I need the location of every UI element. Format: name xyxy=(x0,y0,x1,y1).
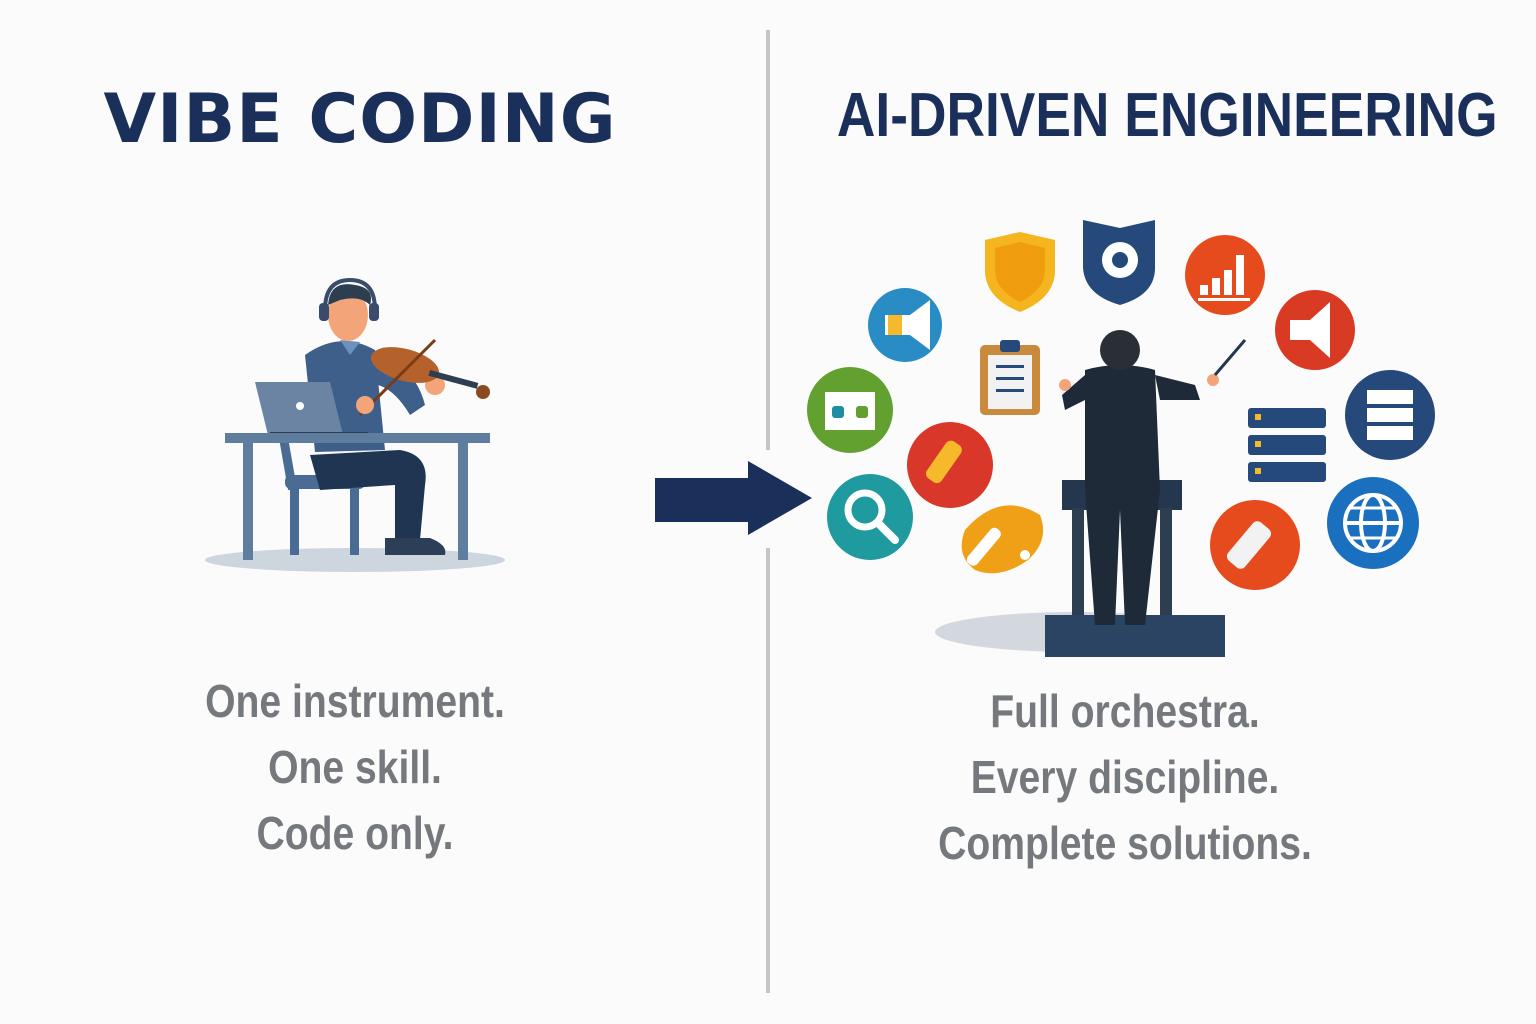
clipboard-icon xyxy=(980,340,1040,415)
calendar-icon xyxy=(807,367,893,453)
megaphone-icon xyxy=(1275,290,1355,370)
gear-shield-icon xyxy=(1083,220,1155,305)
tagline-line: One skill. xyxy=(268,741,442,793)
tagline-line: Code only. xyxy=(256,807,454,859)
server-icon xyxy=(1345,370,1435,460)
list-icon xyxy=(1248,408,1326,482)
tagline-line: Every discipline. xyxy=(970,751,1280,803)
tagline-line: Complete solutions. xyxy=(938,817,1312,869)
center-divider-top xyxy=(766,30,770,450)
shield-icon xyxy=(985,232,1055,312)
violinist-illustration xyxy=(205,277,505,572)
vibe-coding-title: VIBE CODING xyxy=(103,80,617,159)
center-divider-bottom xyxy=(766,548,770,993)
vibe-coding-tagline: One instrument. One skill. Code only. xyxy=(100,668,610,866)
conductor-figure xyxy=(1045,330,1247,657)
search-icon xyxy=(827,474,913,560)
bar-chart-icon xyxy=(1185,235,1265,315)
ai-engineering-tagline: Full orchestra. Every discipline. Comple… xyxy=(870,678,1380,876)
pen-icon xyxy=(1210,500,1300,590)
transition-arrow-icon xyxy=(655,461,812,535)
megaphone-icon xyxy=(868,288,942,362)
tagline-line: Full orchestra. xyxy=(990,685,1260,737)
conductor-illustration xyxy=(807,220,1435,657)
globe-icon xyxy=(1327,477,1419,569)
ai-driven-engineering-title: AI-DRIVEN ENGINEERING xyxy=(836,81,1498,150)
tagline-line: One instrument. xyxy=(205,675,505,727)
pencil-icon xyxy=(907,422,993,508)
paint-palette-icon xyxy=(961,505,1044,574)
